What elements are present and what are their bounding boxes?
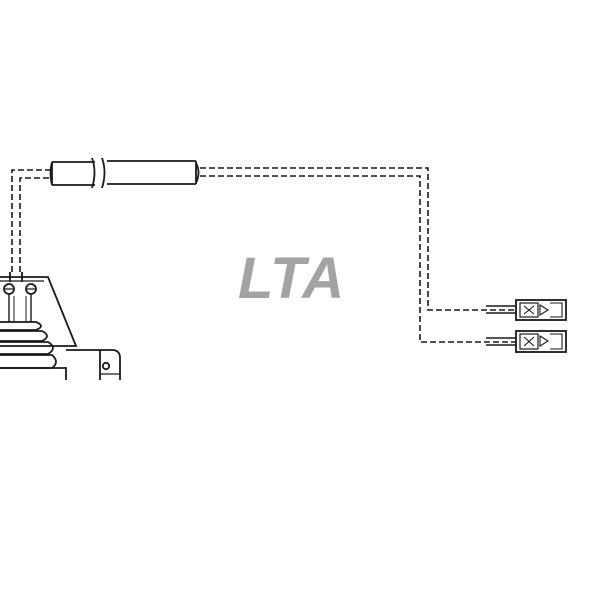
lta-watermark-logo: LTA bbox=[238, 246, 346, 311]
sensor-housing bbox=[0, 272, 121, 380]
base-mount-hole bbox=[101, 361, 111, 371]
cable-inner-line bbox=[19, 175, 516, 343]
dashed-cable-pair bbox=[11, 167, 516, 343]
cable-outer-line bbox=[11, 167, 516, 311]
connector-terminal-bottom bbox=[486, 330, 567, 353]
connector-terminal-top bbox=[486, 299, 567, 321]
cable-sleeve bbox=[49, 157, 200, 189]
